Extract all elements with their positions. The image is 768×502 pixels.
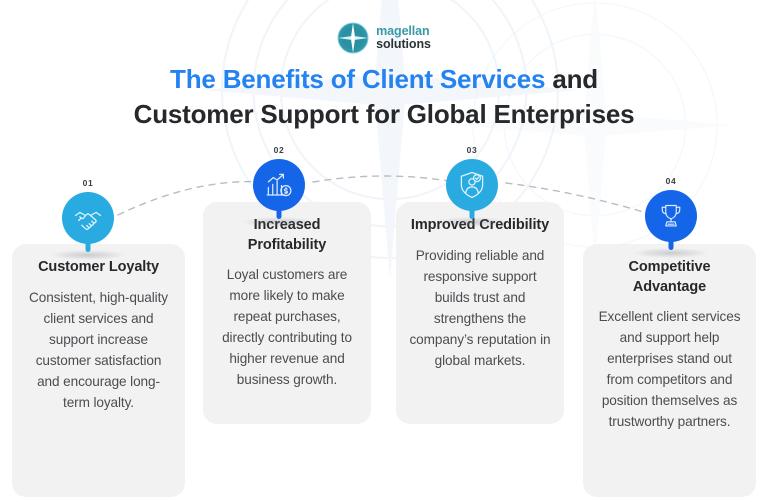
card-body-01: Consistent, high-quality client services… xyxy=(29,289,168,410)
card-title-01: Customer Loyalty xyxy=(38,259,159,275)
bar-chart-dollar-icon xyxy=(266,173,292,197)
logo-name-line2: solutions xyxy=(376,37,431,51)
trophy-icon xyxy=(661,204,681,227)
pin-number-03: 03 xyxy=(466,145,478,155)
card-04: Competitive Advantage Excellent client s… xyxy=(583,244,756,497)
compass-rose-icon xyxy=(337,22,369,54)
pin-shadow-03 xyxy=(435,217,509,227)
card-title-02: Increased Profitability xyxy=(247,217,327,253)
pin-number-01: 01 xyxy=(82,178,94,188)
pin-number-02: 02 xyxy=(273,145,285,155)
pin-circle-03 xyxy=(446,159,498,211)
pin-circle-02 xyxy=(253,159,305,211)
pin-circle-01 xyxy=(62,192,114,244)
pin-01: 01 xyxy=(51,178,125,260)
pin-tail-01 xyxy=(85,238,91,252)
shield-check-person-icon xyxy=(460,171,484,199)
pin-circle-04 xyxy=(645,190,697,242)
card-body-03: Providing reliable and responsive suppor… xyxy=(409,247,551,368)
pin-tail-02 xyxy=(276,205,282,219)
page-title-highlight: The Benefits of Client Services xyxy=(170,64,546,94)
pin-tail-03 xyxy=(469,205,475,219)
page-title-line2: Customer Support for Global Enterprises xyxy=(133,99,635,130)
page-title: The Benefits of Client Services and Cust… xyxy=(0,62,768,132)
pin-shadow-04 xyxy=(634,248,708,258)
card-03: Improved Credibility Providing reliable … xyxy=(396,202,564,424)
pin-03: 03 xyxy=(435,145,509,227)
pin-shadow-01 xyxy=(51,250,125,260)
card-title-04: Competitive Advantage xyxy=(628,259,711,295)
pin-02: 02 xyxy=(242,145,316,227)
card-01: Customer Loyalty Consistent, high-qualit… xyxy=(12,244,185,497)
card-title-03: Improved Credibility xyxy=(411,217,550,233)
logo-name-line1: magellan xyxy=(376,24,430,39)
handshake-icon xyxy=(74,211,102,231)
brand-logo: magellan solutions xyxy=(0,22,768,54)
card-body-04: Excellent client services and support he… xyxy=(598,309,741,430)
card-body-02: Loyal customers are more likely to make … xyxy=(222,267,352,388)
card-02: Increased Profitability Loyal customers … xyxy=(203,202,371,424)
pin-tail-04 xyxy=(668,236,674,250)
pin-04: 04 xyxy=(634,176,708,258)
page-title-rest: and xyxy=(545,64,598,94)
pin-number-04: 04 xyxy=(665,176,677,186)
pin-shadow-02 xyxy=(242,217,316,227)
